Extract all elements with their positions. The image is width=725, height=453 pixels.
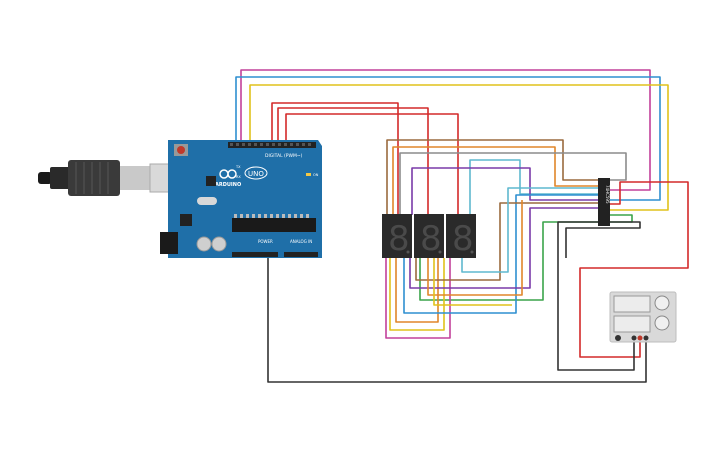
seven-segment-display-2[interactable]: 8 (414, 214, 444, 259)
terminal-negative[interactable] (631, 335, 637, 341)
digital-header-label: DIGITAL (PWM~) (265, 153, 303, 159)
wire-black-power[interactable] (557, 221, 635, 371)
arduino-model: UNO (248, 170, 264, 178)
usb-chip (206, 176, 216, 186)
power-supply[interactable] (609, 291, 677, 343)
wire-pink-top[interactable] (240, 69, 651, 191)
arduino-brand: ARDUINO (215, 182, 241, 188)
capacitor-1 (196, 236, 212, 252)
wire-orange-bottom[interactable] (395, 258, 439, 323)
power-label: POWER (258, 239, 273, 244)
wire-red-top-1[interactable] (271, 102, 399, 225)
seven-segment-display-1[interactable]: 8 (382, 214, 412, 259)
tx-label: TX (235, 165, 241, 169)
capacitor-2 (211, 236, 227, 252)
wire-purple-left[interactable] (411, 167, 598, 215)
wire-cyan[interactable] (469, 159, 598, 215)
display-3-digit: 8 (452, 219, 474, 259)
rx-label: RX (236, 175, 241, 179)
shift-register-label: 74HC595 (605, 185, 610, 204)
wire-blue-top[interactable] (235, 76, 661, 201)
on-label: ON (313, 173, 319, 177)
wire-red-power[interactable] (579, 181, 689, 358)
crystal (197, 197, 217, 205)
wire-yellow-bottom[interactable] (389, 258, 445, 331)
power-jack[interactable] (160, 232, 178, 254)
wire-black-sr[interactable] (565, 221, 641, 258)
power-header[interactable] (232, 252, 278, 257)
wires (235, 69, 689, 383)
wire-gray[interactable] (399, 152, 627, 215)
analog-label: ANALOG IN (290, 239, 312, 244)
power-switch[interactable] (615, 335, 621, 341)
wire-pink-bottom[interactable] (385, 258, 451, 339)
voltage-display (613, 295, 651, 313)
wire-yellow-top[interactable] (249, 84, 669, 211)
wire-orange-bottom-2[interactable] (427, 200, 523, 296)
wire-orange[interactable] (392, 146, 598, 215)
seven-segment-displays: 8 8 8 (382, 214, 476, 259)
current-display (613, 315, 651, 333)
wire-red-top-3[interactable] (285, 113, 459, 225)
terminal-positive[interactable] (637, 335, 643, 341)
display-2-digit: 8 (420, 219, 442, 259)
wire-blue-bottom[interactable] (403, 194, 598, 314)
wire-cyan-bottom[interactable] (461, 187, 598, 273)
usb-cable[interactable] (38, 160, 183, 196)
atmega-chip (232, 218, 316, 232)
current-knob[interactable] (654, 315, 670, 331)
analog-header[interactable] (284, 252, 318, 257)
wire-black-ground[interactable] (267, 255, 647, 383)
voltage-knob[interactable] (654, 295, 670, 311)
shift-register-chip[interactable]: 74HC595 (598, 178, 610, 226)
wire-brown-bottom[interactable] (415, 202, 598, 281)
wire-brown[interactable] (386, 139, 598, 215)
wire-red-top-2[interactable] (277, 107, 429, 225)
terminal-ground[interactable] (643, 335, 649, 341)
wire-purple-bottom[interactable] (409, 207, 598, 289)
display-1-digit: 8 (388, 219, 410, 259)
wire-yellow-bottom-2[interactable] (433, 258, 512, 306)
arduino-board[interactable]: DIGITAL (PWM~) ARDUINO UNO TX RX ON (160, 140, 322, 258)
wire-green[interactable] (419, 214, 633, 301)
seven-segment-display-3[interactable]: 8 (446, 214, 476, 259)
